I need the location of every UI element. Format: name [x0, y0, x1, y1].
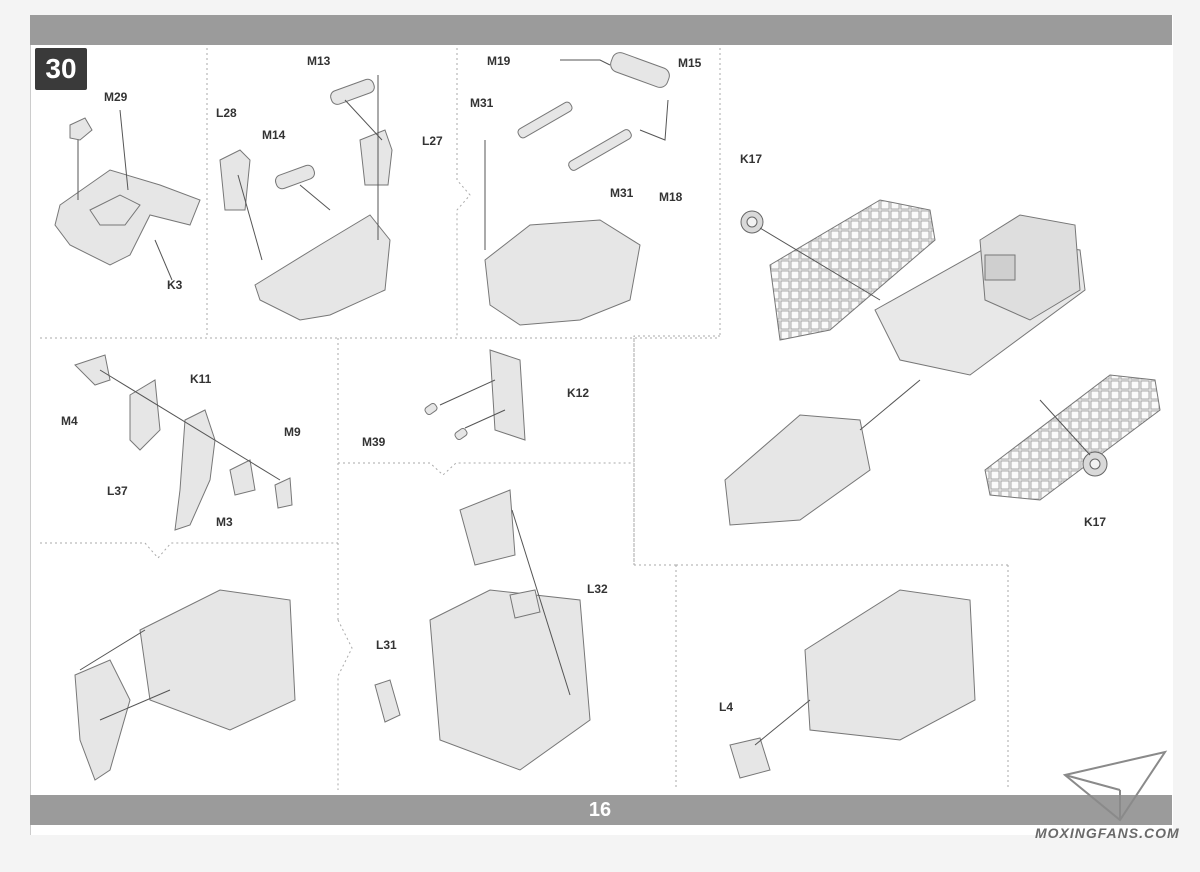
part-label-k12: K12 — [567, 386, 590, 400]
drawing-l31-l32-assembly — [374, 489, 591, 771]
paper-plane-logo-icon — [1062, 750, 1168, 822]
part-label-l27: L27 — [422, 134, 443, 148]
step-number-badge: 30 — [35, 48, 87, 90]
drawing-k3-frame — [54, 109, 201, 281]
part-label-k17-left: K17 — [740, 152, 763, 166]
part-label-l28: L28 — [216, 106, 237, 120]
part-label-k11: K11 — [190, 372, 212, 386]
part-label-m31-lower: M31 — [610, 186, 634, 200]
part-label-k3: K3 — [167, 278, 183, 292]
watermark-text: MOXINGFANS.COM — [1035, 825, 1180, 841]
part-label-m18: M18 — [659, 190, 683, 204]
footer-band — [30, 795, 1172, 825]
drawing-l4-assembly — [729, 589, 976, 779]
part-label-m4: M4 — [61, 414, 78, 428]
part-label-m14: M14 — [262, 128, 286, 142]
page-number: 16 — [588, 799, 612, 821]
part-label-m9: M9 — [284, 425, 301, 439]
drawing-m15-m31-assembly — [484, 52, 670, 326]
panel-dividers — [40, 48, 1009, 790]
drawing-vehicle-hull — [724, 199, 1161, 526]
part-label-m3: M3 — [216, 515, 233, 529]
part-label-l31: L31 — [376, 638, 397, 652]
part-label-l37: L37 — [107, 484, 128, 498]
drawing-lower-left-assembly — [74, 589, 296, 781]
drawing-l27-l28-assembly — [219, 75, 393, 321]
part-label-m39: M39 — [362, 435, 386, 449]
part-label-m15: M15 — [678, 56, 702, 70]
part-label-k17-right: K17 — [1084, 515, 1107, 529]
header-band — [30, 15, 1172, 45]
part-label-l32: L32 — [587, 582, 608, 596]
part-label-m19: M19 — [487, 54, 511, 68]
part-label-m13: M13 — [307, 54, 331, 68]
part-label-m31-upper: M31 — [470, 96, 494, 110]
part-label-l4: L4 — [719, 700, 734, 714]
part-label-m29: M29 — [104, 90, 128, 104]
drawing-k11-l37-assembly — [74, 354, 293, 531]
drawing-k12-assembly — [424, 349, 526, 441]
